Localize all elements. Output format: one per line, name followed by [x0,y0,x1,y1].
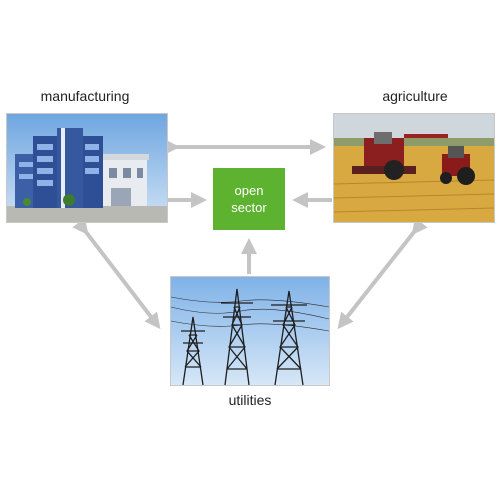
open-sector-box: open sector [213,168,285,230]
center-line-2: sector [231,200,267,215]
agriculture-image [333,113,495,223]
manufacturing-image [6,113,168,223]
agriculture-label: agriculture [382,88,448,104]
utilities-label: utilities [228,392,272,408]
manufacturing-label: manufacturing [40,88,130,104]
arrow-agriculture-utilities [337,217,428,330]
center-line-1: open [234,183,264,198]
arrow-manufacturing-utilities [72,217,161,330]
utilities-image [170,276,330,386]
